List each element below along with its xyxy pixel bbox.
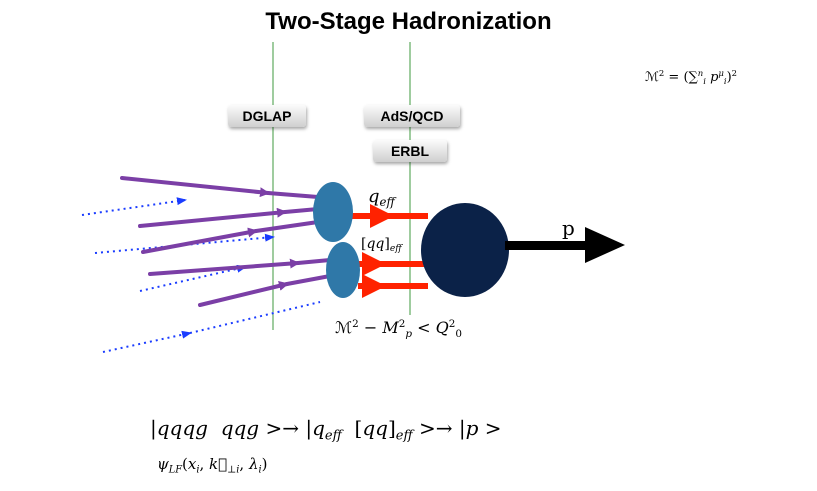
purple-parton-arrows (120, 176, 332, 307)
red-arrows (348, 204, 428, 298)
output-arrow-shaft (505, 241, 590, 250)
proton-label: p (562, 216, 575, 240)
quark-cluster-upper (313, 182, 353, 242)
dglap-label: DGLAP (228, 105, 306, 127)
diquark-eff-label: [qq]eff (361, 236, 402, 255)
q-eff-label: qeff (368, 186, 395, 210)
state-transition-formula: |qqqg qqg >→ |qeff [qq]eff >→ |p > (150, 416, 502, 444)
output-arrow-head (585, 227, 625, 263)
diquark-cluster-lower (326, 242, 360, 298)
diagram-title: Two-Stage Hadronization (265, 8, 552, 35)
erbl-label: ERBL (373, 140, 447, 162)
blue-dotted-arrows (81, 197, 321, 353)
virtuality-condition-formula: ℳ2 − M2p < Q20 (335, 318, 462, 340)
adsqcd-label: AdS/QCD (364, 105, 460, 127)
mass-definition-formula: ℳ2 = (∑ni pμi)2 (645, 68, 738, 87)
proton-hadron (421, 203, 509, 297)
wavefunction-formula: ψLF(xi, k⃗⊥i, λi) (157, 455, 268, 476)
